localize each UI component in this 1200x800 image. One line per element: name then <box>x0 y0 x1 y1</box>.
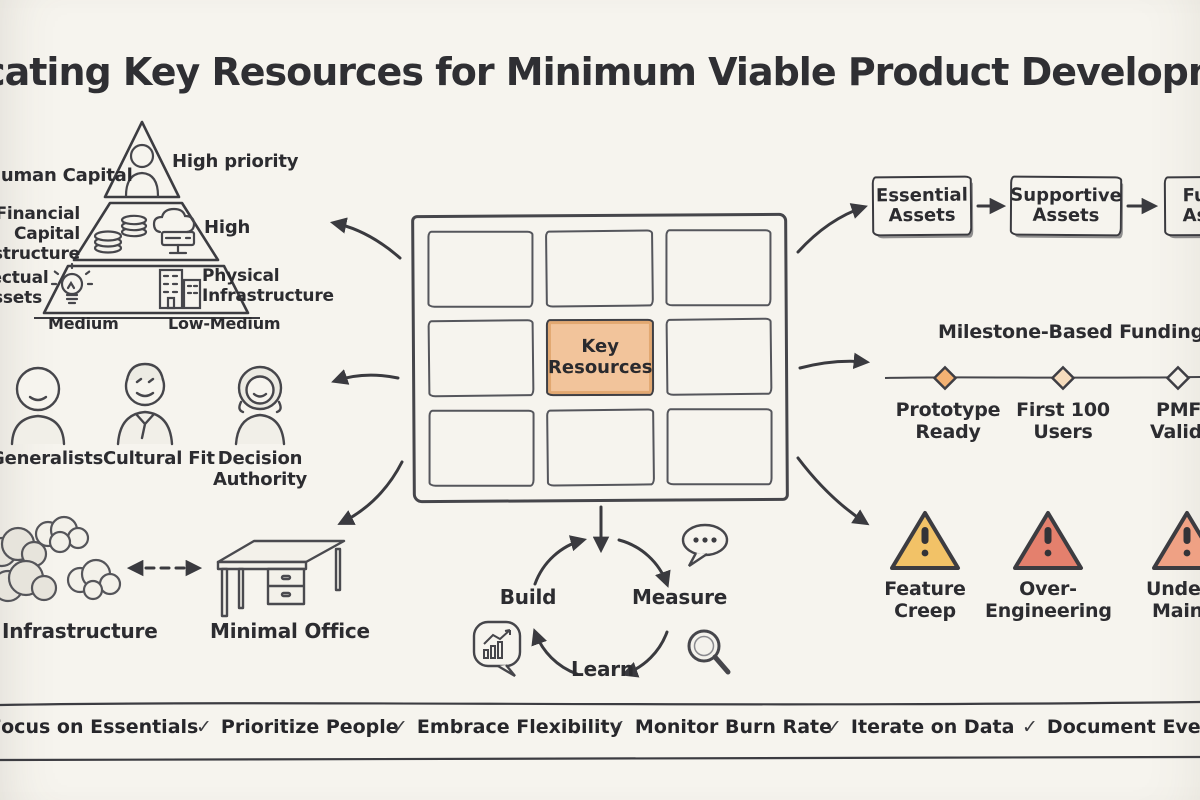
pyramid-label-high-priority: High priority <box>172 151 299 172</box>
asset-box-supportive: Supportive Assets <box>1009 175 1123 237</box>
pyramid-label-financial-capital: Financial Capital Infrastructure <box>0 204 80 265</box>
cloud-infrastructure-icon <box>0 515 122 603</box>
person-icon <box>129 143 155 169</box>
key-resources-cell: Key Resources <box>545 319 655 397</box>
pyramid-label-high: High <box>204 217 251 238</box>
milestone-diamond-icon <box>1050 365 1076 391</box>
decision-authority-person-icon <box>234 365 286 446</box>
asset-box-future: Future Assets <box>1163 175 1200 237</box>
milestone-label-first-100: First 100 Users <box>1016 399 1110 444</box>
grid-cell <box>665 229 772 307</box>
milestone-diamond-icon <box>932 365 958 391</box>
building-icon <box>158 268 202 310</box>
pyramid-label-physical-infrastructure: Physical Infrastructure <box>202 266 334 307</box>
grid-cell <box>665 318 773 397</box>
resource-grid: Key Resources <box>411 212 789 504</box>
cycle-label-build: Build <box>499 585 557 609</box>
team-label-decision-authority: Decision Authority <box>212 448 308 491</box>
grid-cell <box>428 409 535 487</box>
risk-label-feature-creep: Feature Creep <box>884 578 966 623</box>
checklist-item: ✓Embrace Flexibility <box>392 716 623 738</box>
priority-pyramid <box>34 120 260 319</box>
grid-cell <box>545 408 656 487</box>
cultural-fit-person-icon <box>116 362 174 446</box>
magnifier-icon <box>687 629 731 675</box>
cycle-arc-left-icon <box>533 535 587 586</box>
pyramid-label-intellectual-assets: Intellectual Assets <box>0 268 49 309</box>
pyramid-label-medium: Medium <box>48 314 119 333</box>
pyramid-label-low-medium: Low-Medium <box>168 314 281 333</box>
grid-cell <box>427 319 535 398</box>
page-title: Allocating Key Resources for Minimum Via… <box>0 50 1200 94</box>
checklist-item: ✓Iterate on Data <box>826 716 1015 738</box>
funding-title: Milestone-Based Funding <box>938 321 1200 343</box>
checklist-item: ✓Prioritize People <box>196 716 399 738</box>
team-label-cultural-fit: Cultural Fit <box>103 448 215 469</box>
cloud-server-icon <box>152 207 196 255</box>
check-icon: ✓ <box>610 716 626 738</box>
desk-icon <box>216 539 346 618</box>
grid-cell <box>427 230 534 309</box>
asset-box-essential: Essential Assets <box>871 175 973 237</box>
check-icon: ✓ <box>392 716 408 738</box>
grid-cell <box>544 229 655 308</box>
risk-label-maintenance: Underestimating Maintenance <box>1146 578 1200 623</box>
check-icon: ✓ <box>1022 716 1038 738</box>
cycle-arc-top-icon <box>617 538 671 588</box>
warning-triangle-icon <box>890 511 960 570</box>
milestone-label-prototype: Prototype Ready <box>895 399 1001 444</box>
check-icon: ✓ <box>826 716 842 738</box>
grid-cell <box>666 407 773 486</box>
timeline-line <box>884 376 1200 379</box>
speech-bubble-icon <box>681 523 729 567</box>
team-figures <box>10 362 286 446</box>
warning-triangle-icon <box>1152 511 1200 570</box>
team-label-generalists: Generalists <box>0 448 104 469</box>
cycle-label-measure: Measure <box>632 585 728 609</box>
check-icon: ✓ <box>196 716 212 738</box>
arrow-to-pyramid-icon <box>329 217 402 260</box>
chart-bubble-icon <box>472 620 522 678</box>
risk-label-over-engineering: Over- Engineering <box>985 578 1112 623</box>
arrow-to-risks-icon <box>796 456 870 526</box>
cycle-label-learn: Learn <box>571 657 634 681</box>
minimal-office-label: Minimal Office <box>210 619 370 643</box>
checklist-item: ✓Document Everything <box>1022 716 1200 738</box>
arrow-to-assets-icon <box>796 203 868 254</box>
checklist-item: ✓Focus on Essentials <box>0 716 199 738</box>
pyramid-label-human-capital: Human Capital <box>0 165 133 186</box>
checklist-item: ✓Monitor Burn Rate <box>610 716 832 738</box>
milestone-label-pmf: PMF Validation <box>1150 399 1200 444</box>
generalist-person-icon <box>10 366 66 446</box>
arrow-to-office-icon <box>337 460 404 525</box>
checklist-bottom-line <box>0 755 1200 762</box>
arrow-to-team-icon <box>331 369 400 385</box>
checklist-top-line <box>0 700 1200 707</box>
coins-icon <box>93 214 148 254</box>
cloud-infrastructure-label: Infrastructure <box>2 619 158 643</box>
milestone-diamond-icon <box>1165 365 1191 391</box>
warning-triangle-icon <box>1013 511 1083 570</box>
lightbulb-icon <box>49 261 95 305</box>
arrow-to-funding-icon <box>798 352 871 370</box>
person-icon <box>124 171 160 198</box>
